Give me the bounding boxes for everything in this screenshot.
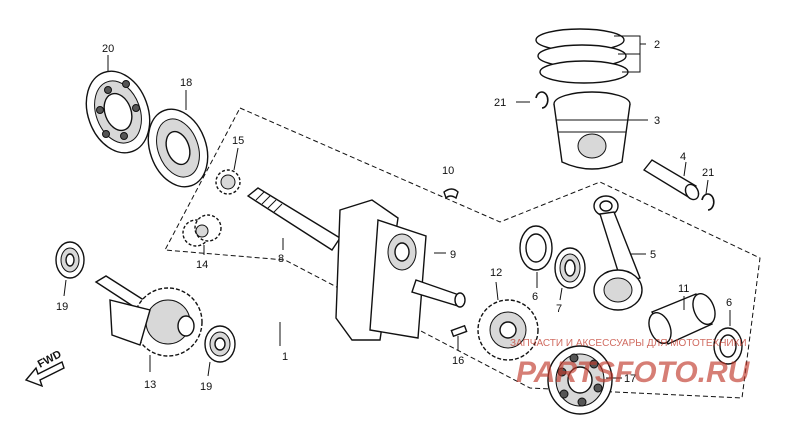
callout-5: 5 [650,249,656,261]
shaft-8 [246,187,341,251]
watermark: ЗАПЧАСТИ И АКСЕССУАРЫ ДЛЯ МОТОТЕХНИКИ PA… [510,338,751,389]
callout-19-left: 19 [56,301,68,313]
callout-8: 8 [278,253,284,265]
callout-3: 3 [654,115,660,127]
bearing-19-left [55,241,85,297]
pin-16 [450,324,468,350]
callout-21-left: 21 [494,97,506,109]
circlip-21-left [516,91,549,109]
callout-6-upper: 6 [532,291,538,303]
callout-16: 16 [452,355,464,367]
callout-12: 12 [490,267,502,279]
piston-pin-4 [642,159,700,201]
connecting-rod-5 [593,195,646,311]
bearing-20 [85,55,151,154]
circlip-21-right [701,179,715,211]
callout-4: 4 [680,151,686,163]
fwd-arrow-icon [24,361,65,388]
balancer-13 [94,275,203,372]
callout-2: 2 [654,39,660,51]
bearing-19-bottom [204,325,236,377]
crankshaft-9 [335,199,466,341]
callout-13: 13 [144,379,156,391]
washer-6-upper [519,225,553,288]
crank-pin-11 [648,292,716,345]
callout-15: 15 [232,135,244,147]
callout-6-lower: 6 [726,297,732,309]
watermark-subtitle: ЗАПЧАСТИ И АКСЕССУАРЫ ДЛЯ МОТОТЕХНИКИ [510,338,747,349]
needle-bearing-7 [554,247,586,301]
callout-17: 17 [624,373,636,385]
callout-21-right: 21 [702,167,714,179]
bearing-17 [547,345,622,415]
callout-1: 1 [282,351,288,363]
bearing-18 [147,90,209,188]
gear-15 [215,147,241,195]
watermark-title: PARTSFOTO.RU [516,356,751,389]
callout-7: 7 [556,303,562,315]
washer-6-lower [713,310,743,365]
callout-20: 20 [102,43,114,55]
callout-9: 9 [450,249,456,261]
piston-rings-2 [535,28,646,84]
callout-19-bottom: 19 [200,381,212,393]
callout-18: 18 [180,77,192,89]
callout-11: 11 [678,283,689,295]
key-10 [443,188,459,200]
callout-14: 14 [196,259,208,271]
piston-3 [553,91,648,170]
callout-10: 10 [442,165,454,177]
gear-12 [477,281,539,361]
gear-14 [182,214,222,255]
